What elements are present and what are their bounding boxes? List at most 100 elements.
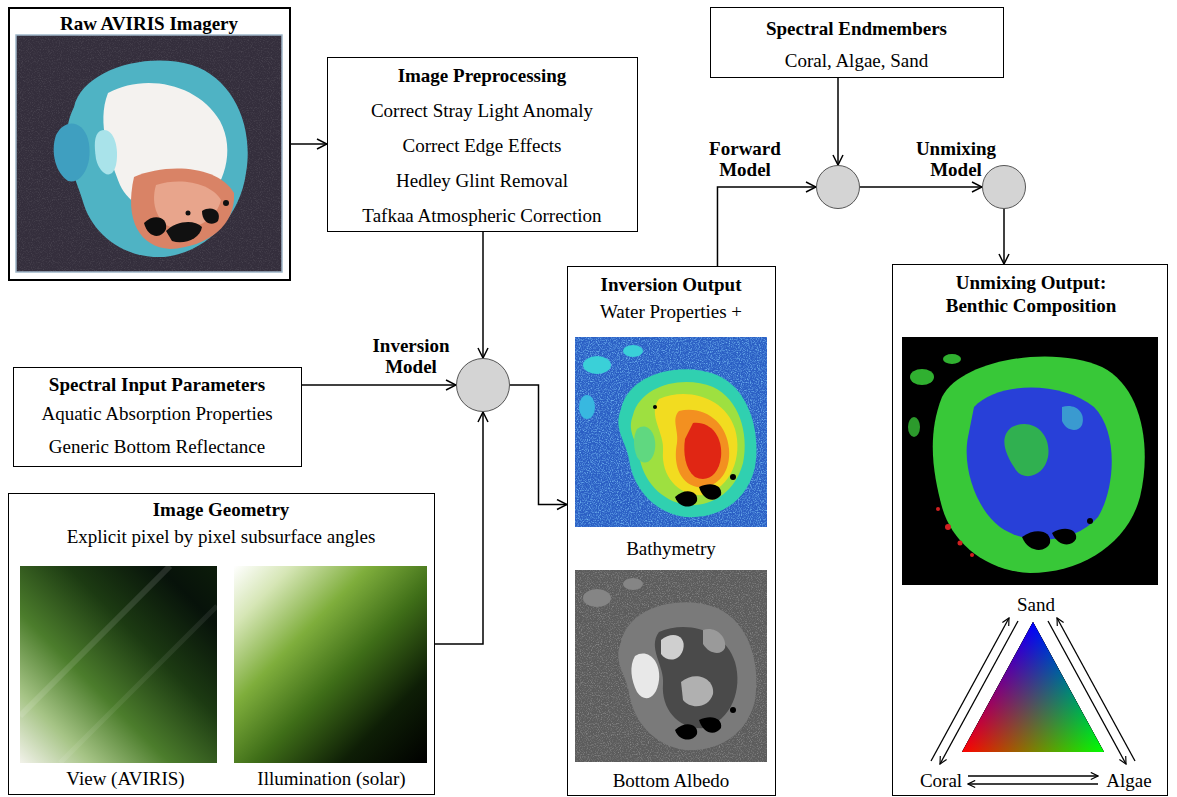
reef-speck [970, 553, 974, 557]
image-band [60, 606, 217, 763]
panel-subtitle: Water Properties + [568, 301, 774, 323]
reef-shape [655, 394, 738, 495]
double-arrow [1048, 621, 1126, 764]
box-title: Spectral Endmembers [711, 18, 1002, 40]
view-angle-image [20, 566, 217, 763]
output-panel: Inversion OutputWater Properties + Bathym… [567, 266, 776, 796]
reef-shape [631, 653, 659, 698]
output-panel: Unmixing Output: Benthic CompositionSand… [892, 264, 1168, 796]
box-title: Spectral Input Parameters [14, 374, 300, 396]
image-noise [575, 570, 767, 762]
ternary-triangle [962, 622, 1104, 752]
vertex-label: Coral [906, 770, 976, 792]
reef-speck [945, 524, 951, 530]
image-caption: Bathymetry [568, 538, 774, 560]
reef-speck [936, 507, 940, 511]
image-band [20, 566, 170, 716]
dark-patch [202, 209, 219, 224]
reef-shape [655, 627, 738, 728]
image-noise [575, 337, 767, 527]
dark-patch [1087, 518, 1093, 524]
image-caption: View (AVIRIS) [21, 768, 230, 790]
model-circle: Unmixing Model [982, 165, 1026, 209]
image-panel: Raw AVIRIS Imagery [8, 7, 291, 281]
reef-shape [583, 589, 611, 607]
reef-shape [703, 629, 725, 653]
vertex-label: Sand [996, 594, 1076, 616]
model-circle: Inversion Model [456, 358, 510, 412]
reef-shape [661, 635, 684, 660]
reef-shape [618, 602, 756, 750]
reef-shape [623, 345, 643, 357]
dark-patch [1022, 531, 1050, 550]
dark-patch [730, 707, 736, 713]
box-text: Coral, Algae, Sand [711, 50, 1002, 72]
ternary-arrows [931, 618, 1135, 784]
image-ground [575, 337, 767, 527]
albedo-map [575, 570, 767, 762]
input-panel: Image GeometryExplicit pixel by pixel su… [8, 493, 435, 795]
image-ground [902, 337, 1158, 585]
step-text: Hedley Glint Removal [328, 170, 636, 192]
image-caption: Illumination (solar) [235, 768, 428, 790]
step-text: Correct Stray Light Anomaly [328, 100, 636, 122]
dark-patch [186, 211, 191, 216]
dark-patch [223, 200, 229, 206]
vertex-label: Algae [1094, 770, 1164, 792]
reef-shape [618, 369, 756, 517]
image-ground [234, 566, 427, 763]
input-box: Spectral Input ParametersAquatic Absorpt… [13, 367, 302, 467]
panel-subtitle: Explicit pixel by pixel subsurface angle… [9, 526, 433, 548]
dark-patch [730, 474, 736, 480]
flow-arrow [482, 232, 484, 358]
connector-group [291, 78, 1004, 644]
double-arrow [1057, 618, 1135, 761]
dark-patch [675, 491, 697, 506]
dark-patch [653, 405, 657, 409]
flow-arrow [435, 412, 483, 644]
reef-speck [958, 541, 963, 546]
step-text: Correct Edge Effects [328, 135, 636, 157]
reef-shape [67, 61, 248, 258]
flow-arrow [1003, 209, 1005, 264]
reef-shape [623, 578, 643, 590]
reef-shape [54, 123, 90, 181]
dark-patch [166, 222, 202, 242]
flow-arrow [510, 385, 567, 505]
triangle-base [962, 622, 1104, 752]
dark-patch [1052, 529, 1076, 545]
image-ground [20, 566, 217, 763]
image-caption: Bottom Albedo [568, 770, 774, 792]
double-arrow [940, 621, 1018, 764]
reef-shape [131, 169, 234, 249]
raw-image [16, 35, 282, 272]
flow-arrow [291, 143, 327, 145]
double-arrow [968, 783, 1098, 784]
reef-shape [908, 417, 920, 437]
reef-shape [583, 356, 611, 374]
flow-arrow [717, 187, 816, 266]
box-text: Generic Bottom Reflectance [14, 436, 300, 458]
triangle-green [962, 622, 1104, 752]
reef-shape [910, 369, 934, 385]
triangle-blue [962, 622, 1104, 752]
process-box: Image PreprocessingCorrect Stray Light A… [327, 57, 638, 232]
panel-title: Image Geometry [9, 499, 433, 521]
reef-shape [631, 382, 745, 505]
reef-shape [95, 130, 117, 174]
dark-patch [699, 717, 721, 732]
image-noise [16, 35, 282, 272]
model-label: Forward Model [695, 138, 795, 180]
panel-title: Inversion Output [568, 274, 774, 296]
reef-shape [967, 388, 1112, 540]
reef-shape [943, 354, 961, 364]
triangle-red [962, 622, 1104, 752]
image-ground [16, 35, 282, 272]
step-text: Tafkaa Atmospheric Correction [328, 205, 636, 227]
flow-arrow [860, 186, 982, 188]
image-ground [575, 570, 767, 762]
dark-patch [675, 724, 697, 739]
flow-arrow [302, 384, 456, 386]
double-arrow [931, 618, 1009, 761]
